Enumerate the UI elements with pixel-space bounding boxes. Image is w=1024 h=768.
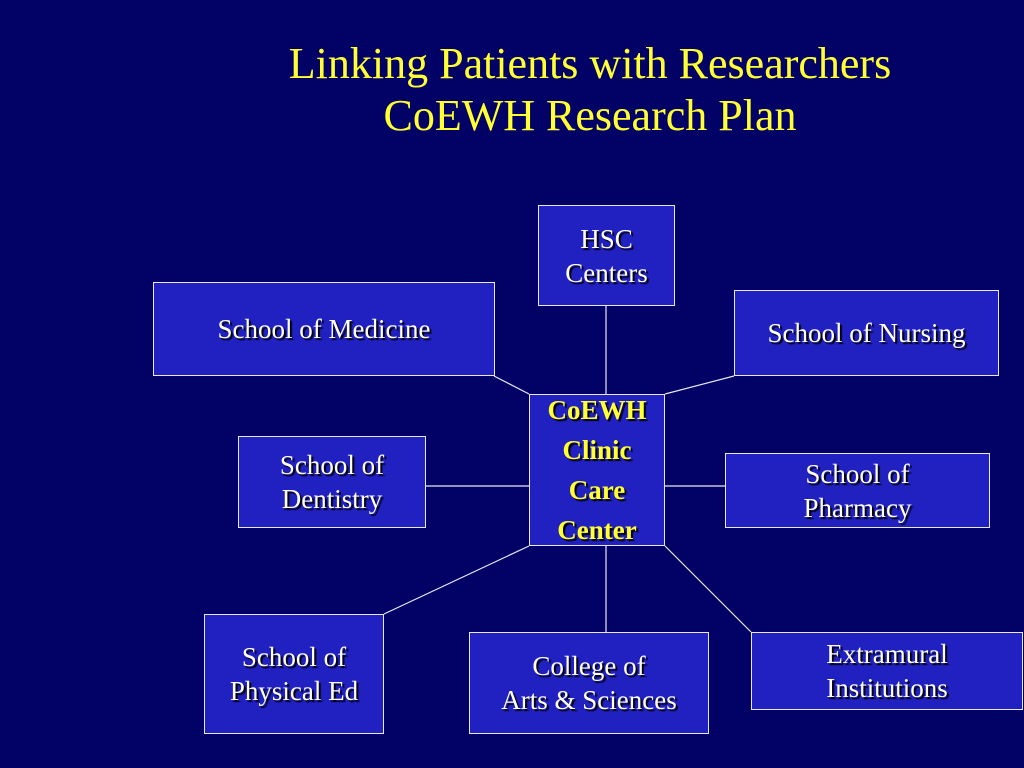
node-college-of-arts-sciences-line-1: College of	[532, 651, 646, 681]
connector-physical-ed	[383, 545, 530, 615]
node-school-of-dentistry: School of Dentistry	[238, 436, 426, 528]
connector-extramural	[664, 545, 752, 633]
node-school-of-physical-ed-line-1: School of	[241, 642, 347, 672]
hub-line-3: Care	[568, 475, 626, 505]
node-extramural-institutions-line-2: Institutions	[826, 673, 948, 703]
hub-coewh-clinic-care-center: CoEWH Clinic Care Center	[529, 394, 665, 546]
node-college-of-arts-sciences-line-2: Arts & Sciences	[501, 685, 677, 715]
node-hsc-centers-line-1: HSC	[580, 223, 633, 254]
node-school-of-physical-ed: School of Physical Ed	[204, 614, 384, 734]
node-extramural-institutions: Extramural Institutions	[751, 632, 1023, 710]
node-school-of-medicine-label: School of Medicine	[217, 314, 431, 344]
node-school-of-pharmacy: School of Pharmacy	[725, 453, 990, 528]
node-school-of-pharmacy-line-2: Pharmacy	[803, 492, 912, 523]
node-hsc-centers-line-2: Centers	[565, 257, 648, 288]
node-college-of-arts-sciences: College of Arts & Sciences	[469, 632, 709, 734]
node-extramural-institutions-line-1: Extramural	[826, 639, 948, 669]
node-school-of-nursing-label: School of Nursing	[767, 318, 966, 348]
connector-medicine	[493, 375, 530, 395]
title-line-1: Linking Patients with Researchers	[288, 39, 892, 88]
node-school-of-dentistry-line-2: Dentistry	[281, 484, 383, 514]
node-school-of-nursing: School of Nursing	[734, 290, 999, 376]
slide-title: Linking Patients with Researchers CoEWH …	[180, 38, 1000, 142]
node-school-of-medicine: School of Medicine	[153, 282, 495, 376]
title-line-2: CoEWH Research Plan	[383, 91, 797, 140]
connector-nursing	[664, 375, 735, 395]
node-school-of-dentistry-line-1: School of	[279, 450, 385, 480]
node-school-of-physical-ed-line-2: Physical Ed	[229, 676, 359, 706]
hub-line-4: Center	[557, 515, 637, 545]
node-school-of-pharmacy-line-1: School of	[805, 458, 910, 489]
hub-line-1: CoEWH	[547, 395, 647, 425]
node-hsc-centers: HSC Centers	[538, 205, 675, 306]
hub-line-2: Clinic	[562, 435, 632, 465]
